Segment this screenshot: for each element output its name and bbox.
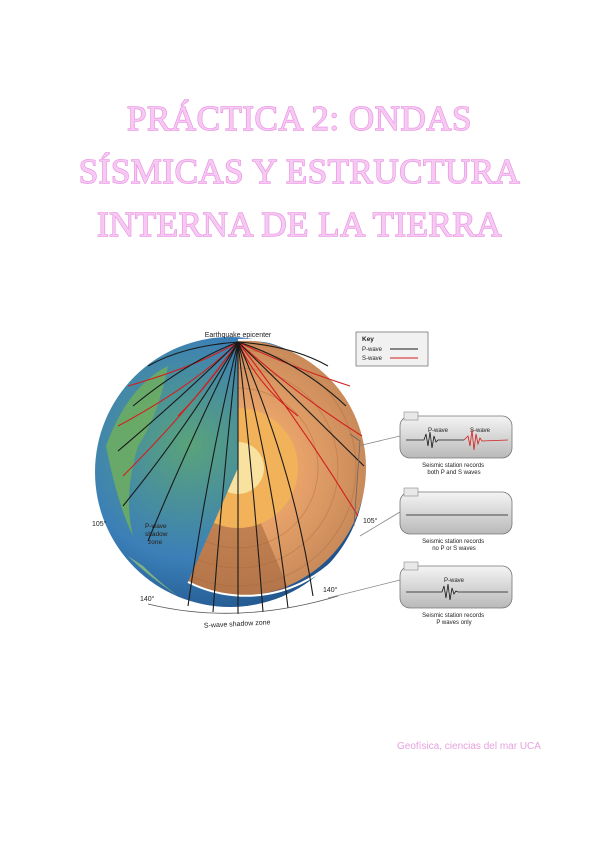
title-line-2: SÍSMICAS Y ESTRUCTURA <box>78 151 521 191</box>
seismic-station-2: Seismic station records no P or S waves <box>399 487 513 552</box>
footer-credit: Geofísica, ciencias del mar UCA <box>397 741 541 752</box>
seismic-station-1: P-wave S-wave Seismic station records bo… <box>399 411 513 476</box>
key-title: Key <box>362 336 374 343</box>
station-1-caption: Seismic station records both P and S wav… <box>422 463 486 476</box>
p-shadow-label: P-wave shadow zone <box>145 523 169 546</box>
s-shadow-label: S-wave shadow zone <box>204 619 271 629</box>
s-shadow-arc <box>147 595 339 614</box>
station-connectors <box>327 435 401 599</box>
earth-cross-section-diagram: Earthquake epicenter Key P-wave S-wave 1… <box>92 331 513 630</box>
continent-shape <box>128 556 178 596</box>
key-p-label: P-wave <box>362 347 383 353</box>
p-wave-rays <box>117 341 365 614</box>
seismic-wave-figure: Earthquake epicenter Key P-wave S-wave 1… <box>88 326 528 636</box>
angle-left-140: 140° <box>140 595 155 603</box>
station-1-s-label: S-wave <box>470 428 491 434</box>
shadow-zone-region <box>188 468 288 596</box>
angle-left-105: 105° <box>92 520 107 528</box>
continent-shape <box>106 366 168 536</box>
title-line-3: INTERNA DE LA TIERRA <box>96 204 503 244</box>
document-title: PRÁCTICA 2: ONDAS SÍSMICAS Y ESTRUCTURA … <box>0 92 599 251</box>
legend-key: Key P-wave S-wave <box>355 331 429 367</box>
key-s-label: S-wave <box>362 356 383 362</box>
station-1-p-label: P-wave <box>428 428 449 434</box>
station-1-s-trace <box>463 429 509 451</box>
station-1-p-trace <box>406 431 464 449</box>
angle-right-140: 140° <box>323 586 338 594</box>
station-3-caption: Seismic station records P waves only <box>422 613 486 626</box>
station-3-p-trace <box>406 583 508 601</box>
epicenter-label: Earthquake epicenter <box>205 332 272 339</box>
station-3-p-label: P-wave <box>444 578 465 584</box>
station-2-caption: Seismic station records no P or S waves <box>422 539 486 552</box>
title-line-1: PRÁCTICA 2: ONDAS <box>126 98 472 138</box>
angle-right-105: 105° <box>363 517 378 525</box>
seismic-station-3: P-wave Seismic station records P waves o… <box>399 561 513 626</box>
